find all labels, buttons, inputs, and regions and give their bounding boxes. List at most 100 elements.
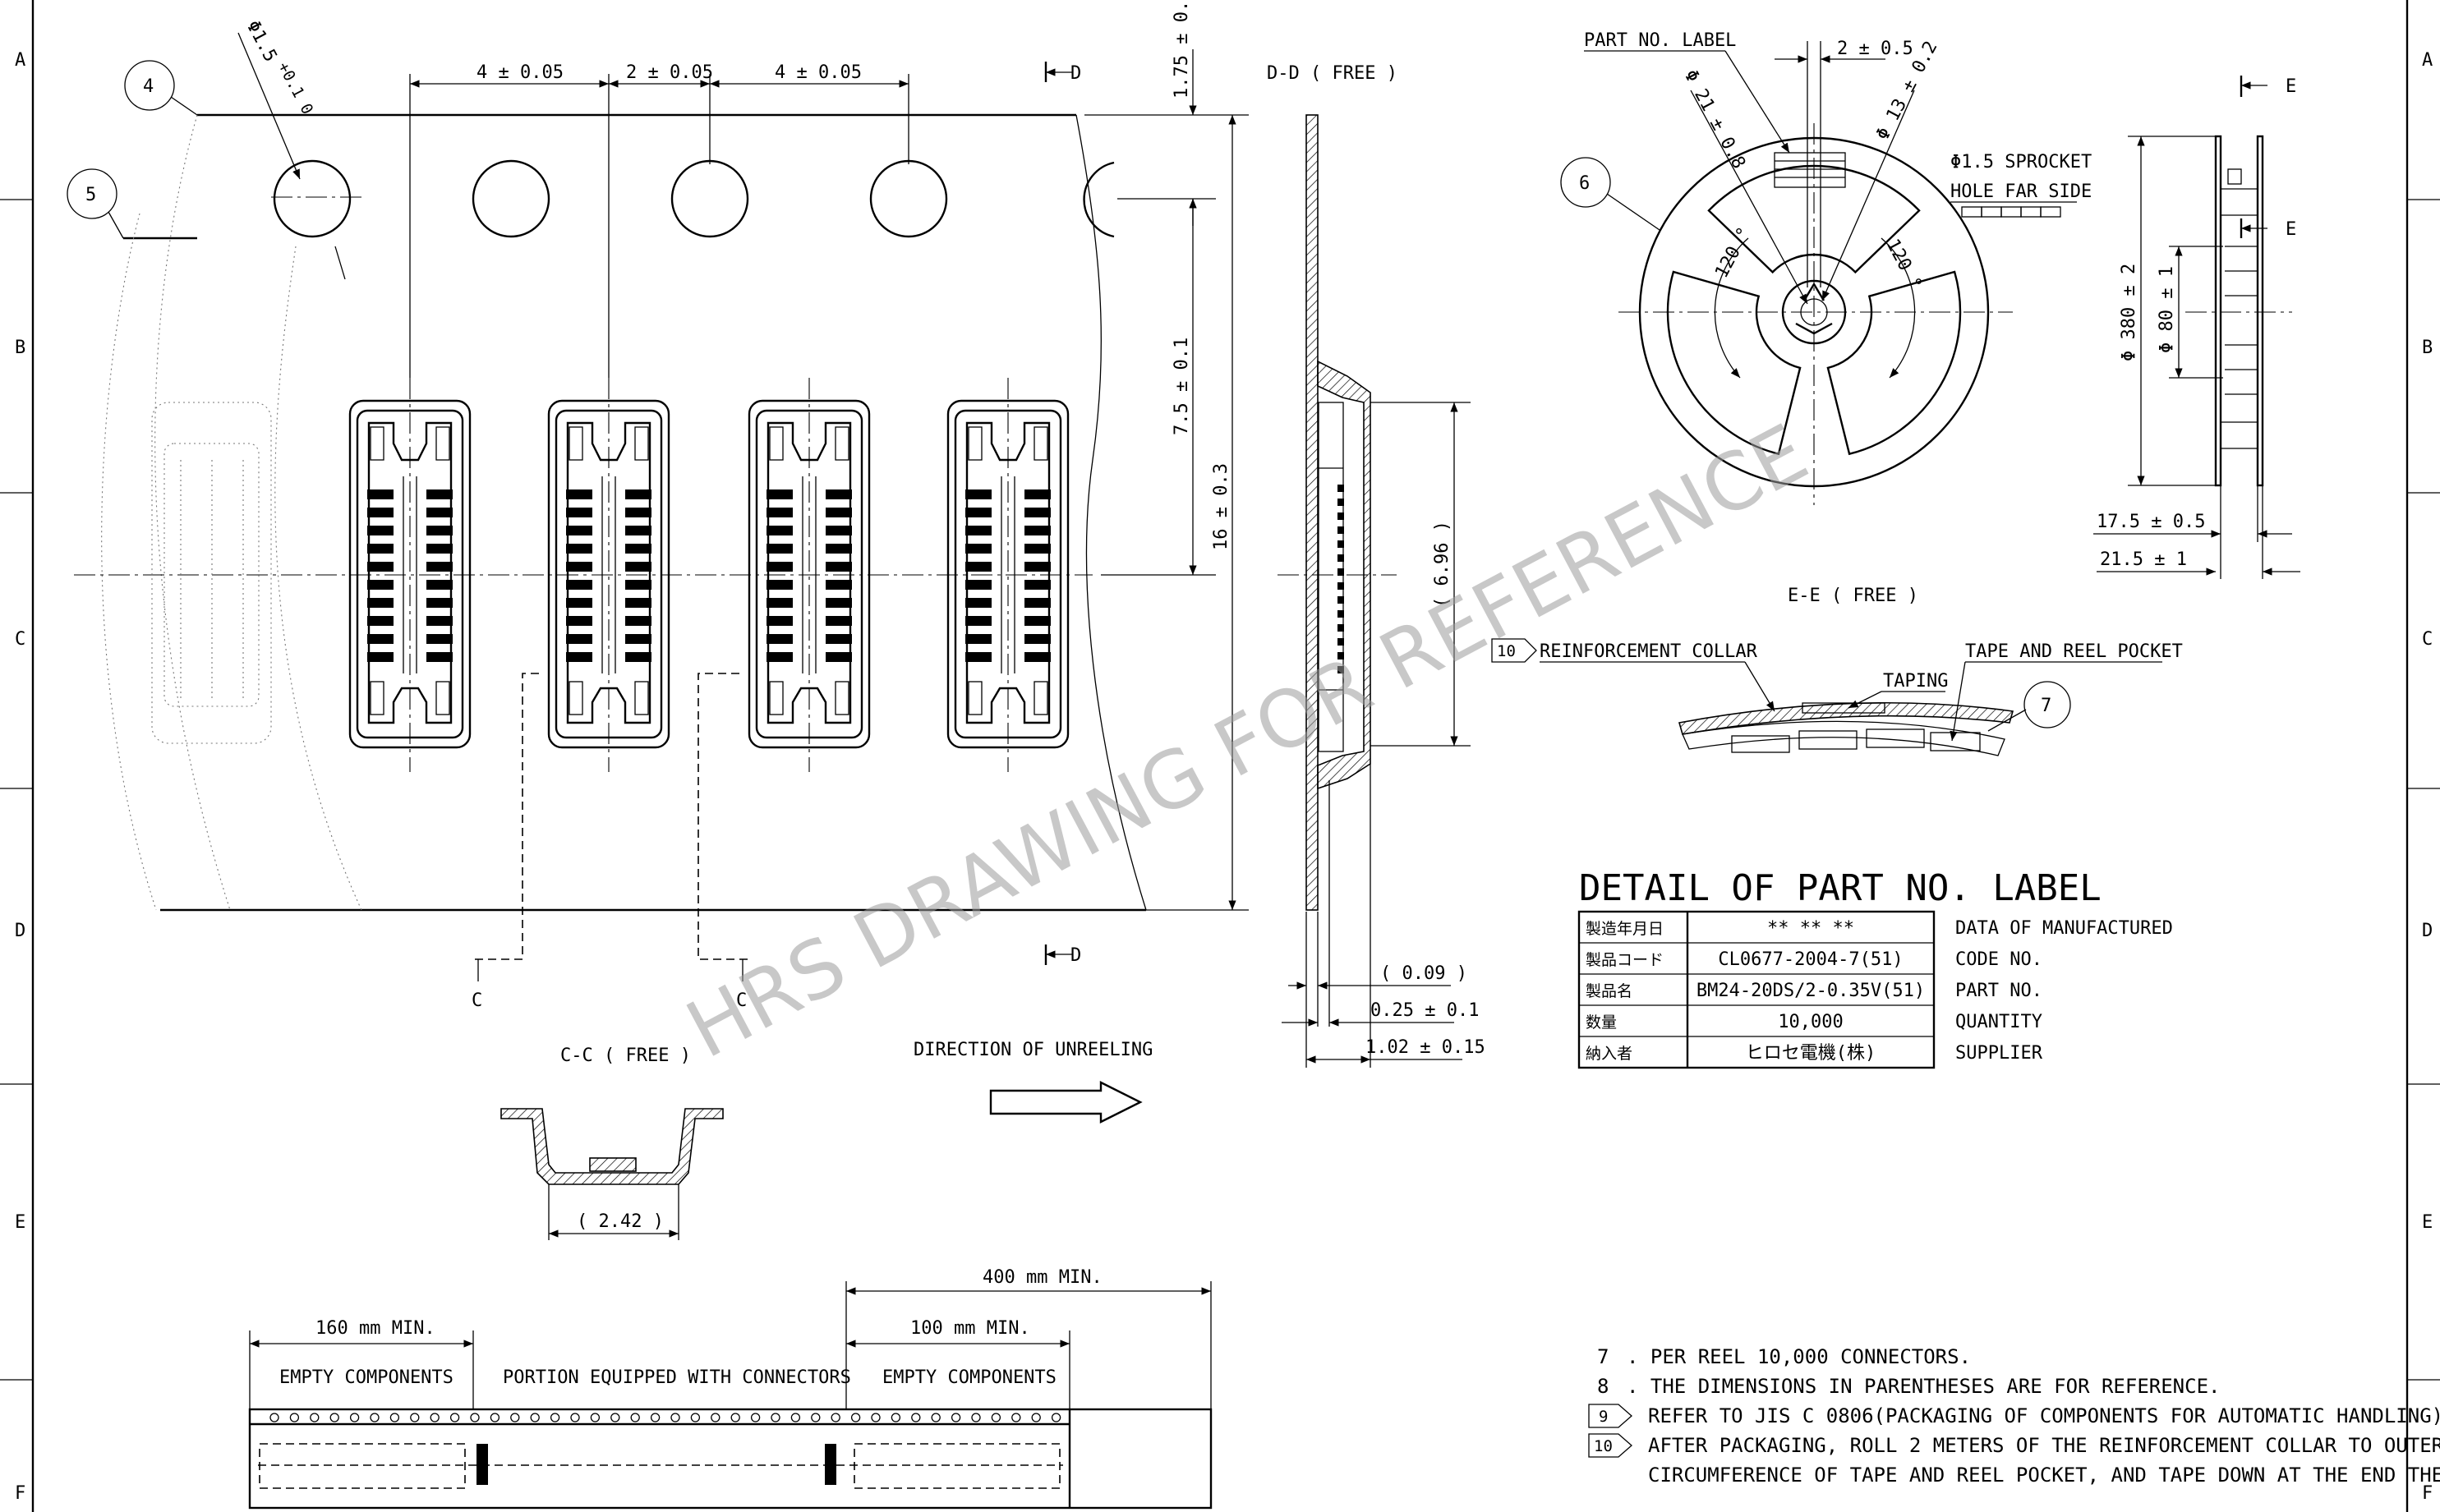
callout-6-label: 6 (1579, 173, 1590, 194)
direction-arrow-icon (989, 1081, 1143, 1124)
dim-outer-dia: Φ 380 ± 2 (2119, 264, 2139, 361)
row-label-d-right: D (2422, 921, 2433, 941)
dim-hole-dia: Φ1.5 (242, 17, 281, 66)
note-10-text: AFTER PACKAGING, ROLL 2 METERS OF THE RE… (1648, 1434, 2440, 1457)
reel-angle-2: 120 ° (1882, 236, 1926, 293)
label-row-jp: 数量 (1586, 1013, 1617, 1032)
dim-d3: 1.02 ± 0.15 (1365, 1037, 1485, 1058)
notes: 7 . PER REEL 10,000 CONNECTORS. 8 . THE … (1588, 1345, 2440, 1487)
dim-hole-to-center: 7.5 ± 0.1 (1172, 338, 1192, 435)
row-label-a: A (15, 50, 25, 71)
sprocket-note-1: Φ1.5 SPROCKET (1950, 152, 2092, 172)
part-no-label-title: PART NO. LABEL (1584, 30, 1736, 51)
label-row-en: QUANTITY (1955, 1012, 2042, 1032)
section-dd-title: D-D ( FREE ) (1267, 63, 1397, 84)
sprocket-hole (273, 159, 352, 238)
leader-seg2: PORTION EQUIPPED WITH CONNECTORS (503, 1367, 851, 1388)
callout-7 (2023, 681, 2071, 728)
dim-slot-width: 2 ± 0.5 (1837, 39, 1913, 59)
row-label-c: C (15, 629, 25, 650)
callout-4 (124, 60, 175, 111)
dim-tape-width: 16 ± 0.3 (1211, 463, 1232, 550)
flag-10 (1491, 638, 1537, 663)
label-row-value: ヒロセ電機(株) (1746, 1043, 1876, 1064)
label-row-en: PART NO. (1955, 981, 2042, 1001)
section-ee-title: E-E ( FREE ) (1788, 586, 1918, 606)
collar-taping-label: TAPING (1883, 671, 1948, 692)
label-row-value: ** ** ** (1767, 918, 1854, 939)
row-label-e: E (15, 1212, 25, 1233)
collar-reinforcement-label: REINFORCEMENT COLLAR (1540, 641, 1758, 662)
label-row-jp: 製造年月日 (1586, 920, 1664, 938)
section-c-label-left: C (472, 990, 482, 1011)
collar-detail: REINFORCEMENT COLLAR TAPING TAPE AND REE… (1491, 638, 2183, 756)
label-row-jp: 納入者 (1586, 1045, 1632, 1063)
section-d-label-top: D (1070, 63, 1081, 84)
tape-top-view: C C D D 4 ± 0.05 2 ± 0.05 4 ± 0.05 Φ1.5 … (67, 0, 1249, 1124)
section-e-label-bottom: E (2286, 219, 2296, 240)
row-label-c-right: C (2422, 629, 2433, 650)
row-label-a-right: A (2422, 50, 2433, 71)
watermark: HRS DRAWING FOR REFERENCE (672, 407, 1822, 1076)
dim-d1: ( 0.09 ) (1380, 963, 1467, 984)
dim-w1: 17.5 ± 0.5 (2097, 512, 2205, 532)
leader-seg3: EMPTY COMPONENTS (882, 1367, 1057, 1388)
part-label-table: DETAIL OF PART NO. LABEL 製造年月日** ** **DA… (1577, 867, 2173, 1069)
sprocket-hole (472, 159, 550, 238)
callout-4-label: 4 (143, 76, 154, 97)
section-e-label-top: E (2286, 76, 2296, 97)
note-7-text: . PER REEL 10,000 CONNECTORS. (1627, 1345, 1971, 1368)
reel-window (1826, 270, 1962, 456)
note-8-text: . THE DIMENSIONS IN PARENTHESES ARE FOR … (1627, 1375, 2220, 1398)
section-d-label-bottom: D (1070, 945, 1081, 966)
note-9-text: REFER TO JIS C 0806(PACKAGING OF COMPONE… (1648, 1404, 2440, 1427)
label-table-title: DETAIL OF PART NO. LABEL (1579, 867, 2102, 909)
note-7-num: 7 (1597, 1345, 1609, 1368)
leader-strip: 160 mm MIN. 100 mm MIN. 400 mm MIN. EMPT… (248, 1267, 1213, 1510)
label-row-jp: 製品コード (1586, 951, 1664, 969)
connector-pocket (748, 378, 871, 772)
direction-label: DIRECTION OF UNREELING (914, 1040, 1153, 1060)
leader-seg1: EMPTY COMPONENTS (279, 1367, 453, 1388)
collar-pocket-label: TAPE AND REEL POCKET (1965, 641, 2183, 662)
flag-10-label: 10 (1497, 642, 1516, 660)
callout-6 (1560, 157, 1611, 208)
row-label-e-right: E (2422, 1212, 2433, 1233)
flag-10-note (1588, 1433, 1632, 1458)
reel-window (1666, 270, 1802, 456)
note-8-num: 8 (1597, 1375, 1609, 1398)
dim-pitch-c: 4 ± 0.05 (775, 62, 862, 83)
dim-inner-dia: Φ 80 ± 1 (2157, 266, 2177, 353)
reel-side-view: E E Φ 380 ± 2 Φ 80 ± 1 17.5 ± 0.5 21.5 ±… (1788, 76, 2300, 606)
dim-hole-tol: +0.1 0 (274, 59, 317, 117)
label-row-value: 10,000 (1778, 1012, 1843, 1032)
dim-w2: 21.5 ± 1 (2100, 549, 2187, 570)
dim-pocket-depth: ( 6.96 ) (1432, 521, 1452, 608)
row-label-f: F (15, 1483, 25, 1504)
leader-min160: 160 mm MIN. (315, 1318, 435, 1339)
label-row-en: CODE NO. (1955, 949, 2042, 970)
label-row-en: SUPPLIER (1955, 1043, 2043, 1064)
dim-pitch-b: 2 ± 0.05 (626, 62, 713, 83)
ghost-connector (151, 402, 272, 744)
label-row-jp: 製品名 (1586, 982, 1632, 1000)
dim-hub-dia: Φ 21 ± 0.8 (1680, 67, 1749, 172)
connector-pocket (348, 378, 472, 772)
callout-5-label: 5 (85, 185, 96, 205)
flag-9 (1588, 1404, 1632, 1428)
reel-angle-1: 120 ° (1711, 224, 1755, 282)
leader-min400: 400 mm MIN. (983, 1267, 1103, 1288)
note-10-text-cont: CIRCUMFERENCE OF TAPE AND REEL POCKET, A… (1648, 1464, 2440, 1487)
row-label-f-right: F (2422, 1483, 2433, 1504)
section-dd-view: D-D ( FREE ) ( 6.96 ) ( 0.09 ) 0.25 ± 0.… (1267, 63, 1485, 1068)
row-label-b: B (15, 338, 25, 358)
connector-pocket (946, 378, 1070, 772)
reel-front-view: PART NO. LABEL 2 ± 0.5 Φ 21 ± 0.8 Φ 13 ±… (1560, 30, 2092, 505)
dim-cc-width: ( 2.42 ) (577, 1211, 664, 1232)
connector-pocket (547, 378, 670, 772)
sprocket-hole (869, 159, 948, 238)
note-10-num: 10 (1594, 1437, 1613, 1455)
dim-d2: 0.25 ± 0.1 (1370, 1000, 1479, 1021)
